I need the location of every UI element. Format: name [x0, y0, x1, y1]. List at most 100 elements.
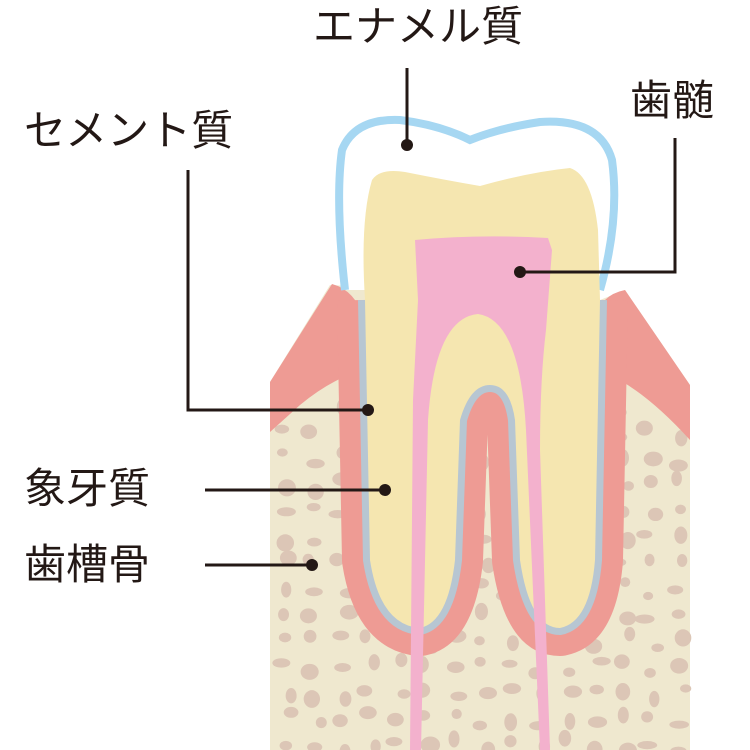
bone-spot — [448, 730, 460, 748]
bone-spot — [283, 706, 299, 718]
bone-spot — [307, 483, 324, 501]
bone-spot — [332, 630, 350, 641]
bone-spot — [623, 481, 634, 491]
bone-spot — [667, 585, 684, 595]
bone-spot — [613, 654, 630, 669]
bone-spot — [670, 657, 689, 674]
bone-spot — [674, 629, 692, 647]
bone-spot — [370, 739, 381, 750]
bone-spot — [504, 713, 518, 732]
leader-dots — [306, 139, 526, 571]
bone-spot — [274, 424, 290, 434]
bone-spot — [649, 690, 660, 708]
bone-spot — [674, 526, 688, 544]
bone-spot — [502, 683, 522, 695]
label-pulp: 歯髄 — [630, 76, 715, 125]
bone-spot — [300, 663, 319, 680]
bone-spot — [558, 729, 572, 747]
bone-spot — [592, 656, 611, 666]
bone-spot — [618, 742, 637, 750]
bone-spot — [278, 479, 296, 497]
bone-spot — [624, 626, 636, 642]
bone-spot — [671, 609, 686, 619]
bone-spot — [651, 643, 665, 653]
bone-spot — [564, 713, 576, 730]
bone-spot — [643, 474, 658, 489]
bone-spot — [671, 470, 682, 487]
bone-spot — [276, 507, 296, 517]
bone-spot — [279, 550, 297, 566]
leader-lines — [186, 68, 677, 567]
bone-spot — [359, 629, 371, 644]
bone-spot — [481, 741, 496, 750]
bone-spot — [478, 686, 497, 700]
bone-spot — [334, 663, 351, 672]
bone-spot — [368, 654, 380, 671]
bone-spot — [395, 652, 408, 668]
bone-spot — [668, 459, 688, 472]
bone-spot — [589, 684, 604, 695]
bone-spot — [675, 504, 686, 515]
bone-spot — [474, 636, 485, 646]
bone-spot — [446, 661, 465, 673]
bone-spot — [315, 716, 327, 729]
bone-spot — [451, 708, 462, 720]
bone-spot — [620, 531, 636, 550]
bone-spot — [285, 688, 297, 704]
bone-spot — [586, 740, 603, 750]
bone-spot — [474, 602, 488, 621]
bone-spot — [386, 712, 404, 727]
bone-spot — [669, 720, 690, 729]
bone-spot — [306, 458, 325, 469]
bone-spot — [504, 735, 517, 748]
bone-spot — [635, 420, 653, 436]
bone-spot — [563, 667, 576, 677]
bone-spot — [397, 689, 411, 699]
bone-spot — [615, 683, 631, 701]
bone-spot — [637, 741, 658, 750]
bone-spot — [617, 706, 629, 724]
bone-spot — [677, 553, 688, 567]
bone-spot — [281, 581, 292, 598]
pulp — [410, 236, 552, 750]
bone-spot — [420, 736, 441, 750]
bone-spot — [643, 451, 663, 467]
bone-spot — [307, 537, 322, 547]
bone-spot — [303, 690, 321, 708]
bone-spot — [272, 658, 291, 668]
bone-spot — [385, 737, 403, 747]
bone-spot — [506, 635, 519, 652]
bone-spot — [472, 720, 488, 731]
bone-spot — [647, 507, 664, 522]
bone-spot — [641, 711, 654, 723]
bone-spot — [300, 424, 318, 440]
label-alveolar-bone: 歯槽骨 — [24, 540, 151, 589]
bone-spot — [339, 691, 352, 707]
bone-spot — [644, 667, 656, 678]
bone-spot — [307, 742, 323, 750]
label-cementum: セメント質 — [24, 106, 234, 155]
bone-spot — [670, 746, 687, 750]
bone-spot — [619, 611, 637, 626]
label-dentin: 象牙質 — [24, 464, 151, 513]
bone-spot — [306, 502, 321, 512]
bone-spot — [279, 740, 293, 750]
bone-spot — [675, 430, 688, 447]
bone-spot — [359, 706, 377, 720]
bone-spot — [634, 614, 655, 624]
bone-spot — [276, 534, 295, 552]
bone-spot — [303, 629, 317, 643]
bone-spot — [278, 608, 290, 622]
bone-spot — [587, 716, 608, 728]
bone-spot — [474, 656, 486, 667]
bone-spot — [620, 577, 631, 588]
bone-spot — [680, 684, 692, 693]
bone-spot — [450, 691, 468, 701]
bone-spot — [305, 587, 323, 597]
bone-spot — [563, 685, 583, 698]
bone-spot — [339, 604, 359, 620]
bone-spot — [339, 744, 351, 750]
bone-spot — [356, 685, 373, 697]
bone-spot — [276, 448, 288, 457]
